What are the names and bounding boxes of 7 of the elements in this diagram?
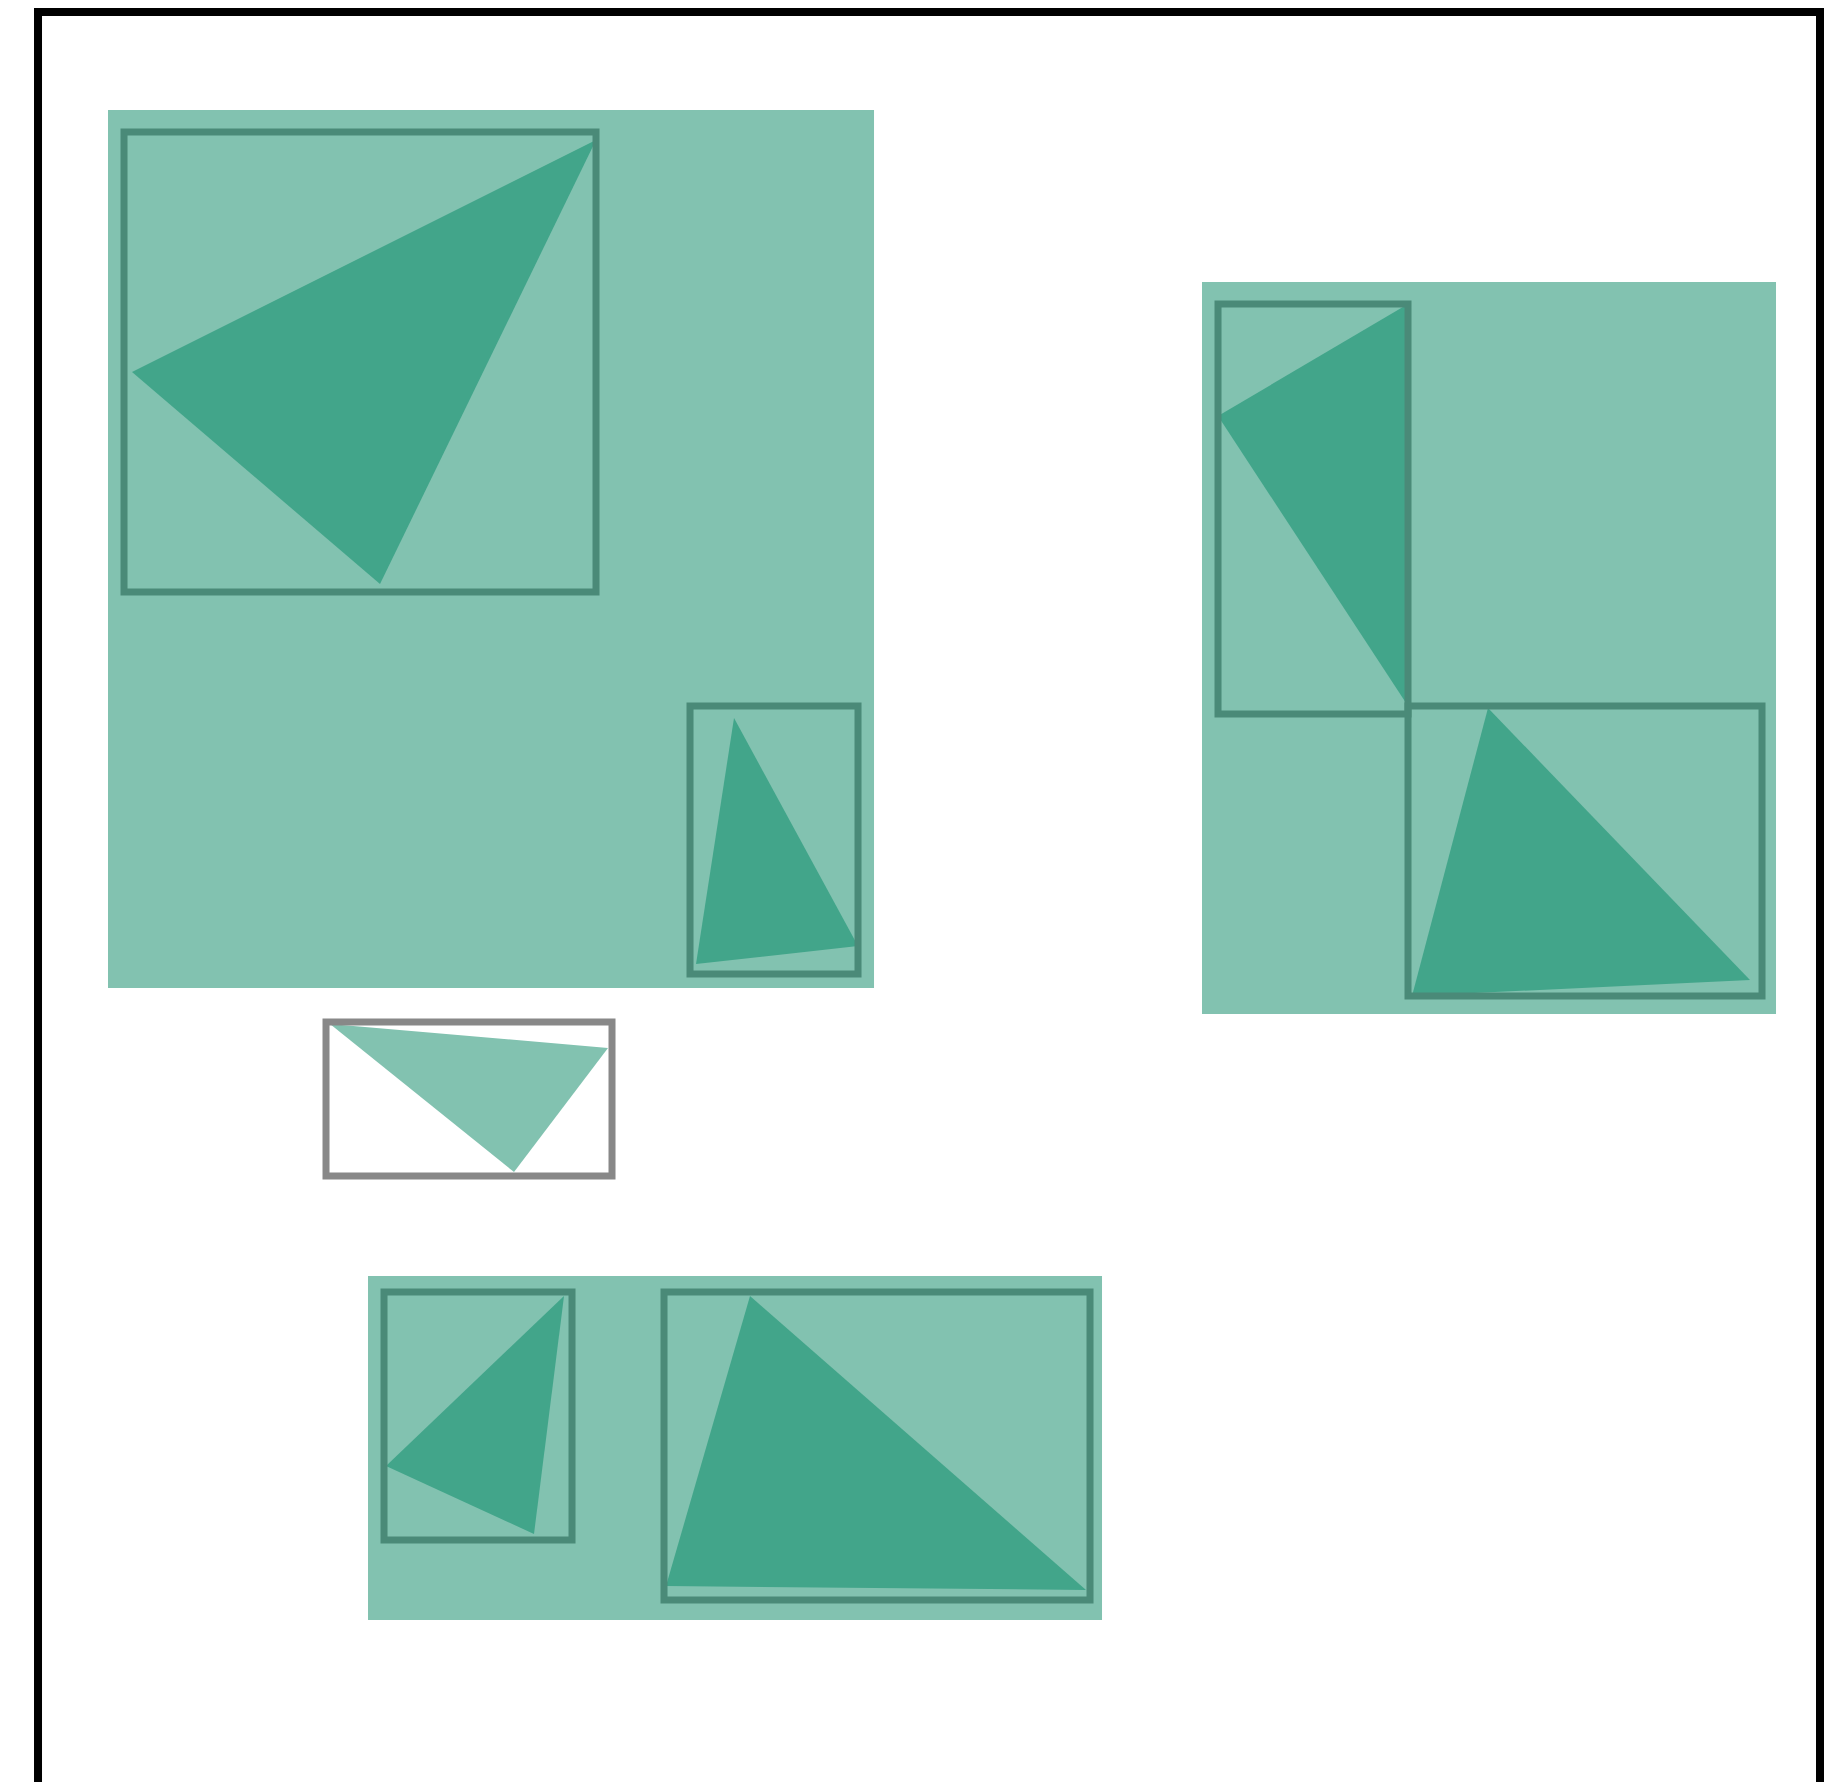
outlined-box bbox=[1404, 702, 1766, 1000]
outlined-box bbox=[120, 128, 600, 596]
outlined-box bbox=[686, 702, 862, 978]
outlined-box bbox=[1214, 300, 1412, 718]
outlined-box bbox=[322, 1018, 616, 1180]
outlined-box bbox=[380, 1288, 576, 1544]
outlined-box bbox=[660, 1288, 1094, 1604]
